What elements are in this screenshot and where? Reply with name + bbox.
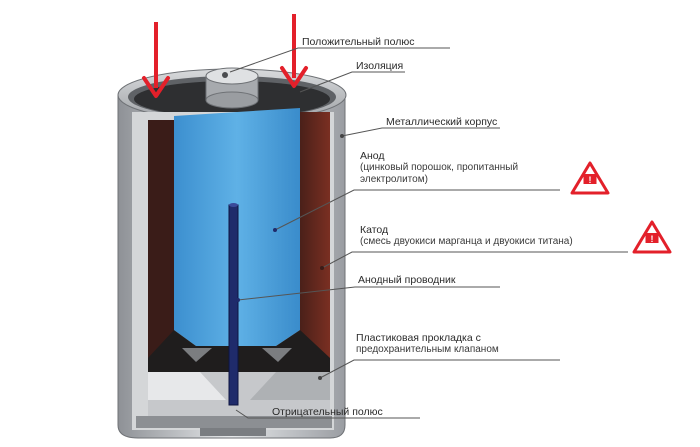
label-positive-pole: Положительный полюс — [302, 36, 415, 48]
warning-triangle-icon: ! — [570, 161, 610, 195]
leader-anode-conductor — [237, 286, 500, 301]
label-gasket-line-1: Пластиковая прокладка с — [356, 332, 481, 344]
down-arrow-icon — [142, 22, 170, 98]
leader-insulation — [299, 71, 405, 93]
leader-metal-case — [341, 127, 500, 137]
cathode-left — [148, 120, 174, 358]
leader-positive-pole — [229, 47, 450, 73]
positive-pole-top — [205, 67, 259, 85]
leader-cathode — [321, 251, 628, 269]
negative-pole — [200, 428, 266, 436]
bottom-plate — [136, 416, 332, 428]
gasket-base — [148, 330, 330, 372]
label-gasket: Пластиковая прокладка с предохранительны… — [356, 332, 499, 356]
label-metal-case: Металлический корпус — [386, 116, 498, 128]
down-arrow-icon — [280, 14, 308, 88]
label-gasket-line-2: предохранительным клапаном — [356, 344, 499, 355]
leader-anode — [274, 189, 560, 231]
label-insulation: Изоляция — [356, 60, 404, 72]
leader-negative-pole — [235, 409, 420, 419]
label-anode-desc-1: (цинковый порошок, пропитанный — [360, 162, 519, 173]
svg-text:!: ! — [651, 234, 654, 244]
label-cathode-desc: (смесь двуокиси марганца и двуокиси тита… — [360, 236, 573, 247]
label-cathode: Катод (смесь двуокиси марганца и двуокис… — [360, 224, 573, 248]
label-anode-title: Анод — [360, 150, 385, 162]
cathode-right — [300, 112, 330, 358]
leader-lines — [229, 47, 628, 419]
label-anode-conductor: Анодный проводник — [358, 274, 456, 286]
svg-text:!: ! — [589, 175, 592, 185]
label-anode: Анод (цинковый порошок, пропитанный элек… — [360, 150, 518, 186]
label-anode-desc-2: электролитом) — [360, 174, 428, 185]
anode-conductor-rod — [228, 204, 239, 406]
warning-triangle-icon: ! — [632, 220, 672, 254]
label-cathode-title: Катод — [360, 224, 389, 236]
leader-gasket — [319, 359, 560, 379]
label-negative-pole: Отрицательный полюс — [272, 406, 383, 418]
